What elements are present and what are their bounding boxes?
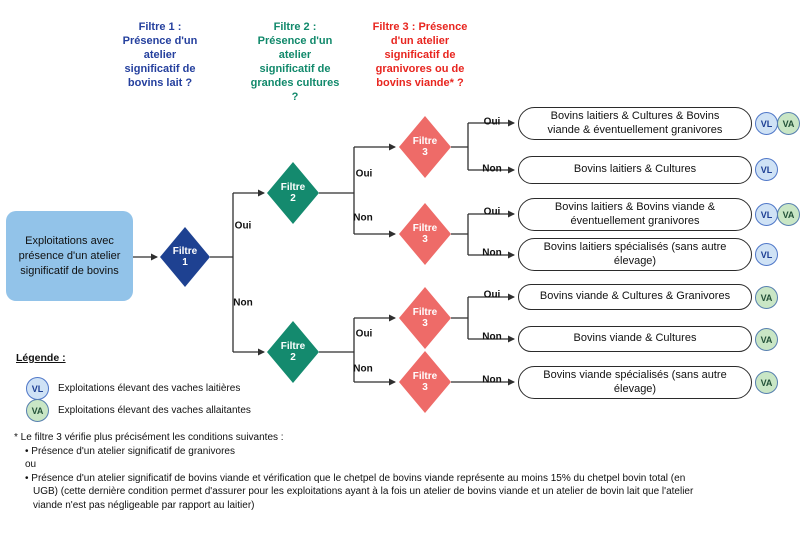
branch-label-non: Non [482, 247, 502, 259]
va-badge: VA [755, 328, 778, 351]
outcome-box-1: Bovins laitiers & Cultures & Bovins vian… [518, 107, 752, 140]
va-badge: VA [755, 286, 778, 309]
outcome-box-7: Bovins viande spécialisés (sans autre él… [518, 366, 752, 399]
legend-item-va: Exploitations élevant des vaches allaita… [58, 405, 251, 416]
vl-badge: VL [755, 243, 778, 266]
outcome-box-3: Bovins laitiers & Bovins viande & éventu… [518, 198, 752, 231]
branch-label-oui: Oui [355, 168, 373, 180]
branch-label-non: Non [353, 212, 373, 224]
footnote: * Le filtre 3 vérifie plus précisément l… [14, 431, 796, 512]
va-badge: VA [755, 371, 778, 394]
outcome-box-5: Bovins viande & Cultures & Granivores [518, 284, 752, 310]
va-badge: VA [777, 112, 800, 135]
legend-item-vl: Exploitations élevant des vaches laitièr… [58, 383, 241, 394]
outcome-box-4: Bovins laitiers spécialisés (sans autre … [518, 238, 752, 271]
va-badge: VA [26, 399, 49, 422]
filter-3-diamond-2: Filtre 3 [399, 203, 451, 265]
filter-1-diamond: Filtre 1 [160, 227, 210, 287]
vl-badge: VL [755, 112, 778, 135]
footnote-intro: * Le filtre 3 vérifie plus précisément l… [14, 432, 284, 443]
outcome-box-6: Bovins viande & Cultures [518, 326, 752, 352]
vl-badge: VL [755, 203, 778, 226]
branch-label-non: Non [353, 363, 373, 375]
footnote-bullet-1: • Présence d'un atelier significatif de … [25, 445, 235, 457]
footnote-bullet-2: • Présence d'un atelier significatif de … [25, 472, 694, 511]
filter-3-header: Filtre 3 : Présence d'un atelier signifi… [372, 21, 468, 89]
vl-badge: VL [755, 158, 778, 181]
footnote-or: ou [25, 459, 37, 470]
branch-label-oui: Oui [355, 328, 373, 340]
branch-label-oui: Oui [483, 206, 501, 218]
branch-label-non: Non [482, 163, 502, 175]
filter-3-diamond-4: Filtre 3 [399, 351, 451, 413]
va-badge: VA [777, 203, 800, 226]
filter-2-header: Filtre 2 : Présence d'un atelier signifi… [250, 21, 340, 103]
legend-title: Légende : [16, 352, 66, 364]
filter-3-diamond-3: Filtre 3 [399, 287, 451, 349]
filter-2-diamond-bottom: Filtre 2 [267, 321, 319, 383]
branch-label-oui: Oui [234, 220, 252, 232]
start-node: Exploitations avec présence d'un atelier… [6, 211, 133, 301]
branch-label-non: Non [482, 374, 502, 386]
filter-1-header: Filtre 1 : Présence d'un atelier signifi… [122, 21, 198, 89]
filter-2-diamond-top: Filtre 2 [267, 162, 319, 224]
branch-label-non: Non [482, 331, 502, 343]
filter-3-diamond-1: Filtre 3 [399, 116, 451, 178]
branch-label-oui: Oui [483, 116, 501, 128]
branch-label-non: Non [233, 297, 253, 309]
vl-badge: VL [26, 377, 49, 400]
outcome-box-2: Bovins laitiers & Cultures [518, 156, 752, 184]
branch-label-oui: Oui [483, 289, 501, 301]
